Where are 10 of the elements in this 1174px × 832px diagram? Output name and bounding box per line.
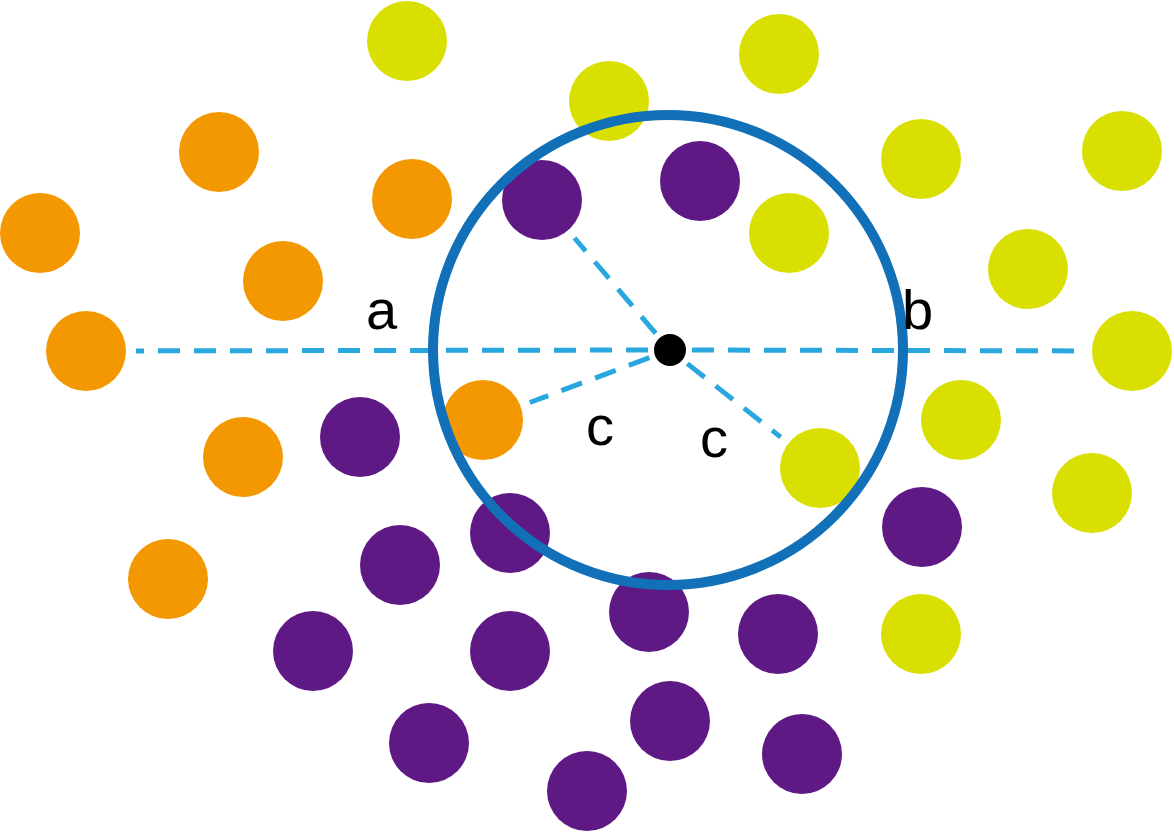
distance-line bbox=[572, 236, 658, 335]
edge-label: c bbox=[700, 410, 728, 466]
distance-line bbox=[528, 355, 651, 405]
data-point bbox=[780, 428, 860, 508]
edge-label: b bbox=[902, 282, 934, 338]
distance-line bbox=[136, 347, 648, 354]
edge-label: a bbox=[366, 282, 398, 338]
edge-label: c bbox=[586, 398, 614, 454]
center-point bbox=[654, 334, 686, 366]
distance-line bbox=[685, 361, 783, 440]
